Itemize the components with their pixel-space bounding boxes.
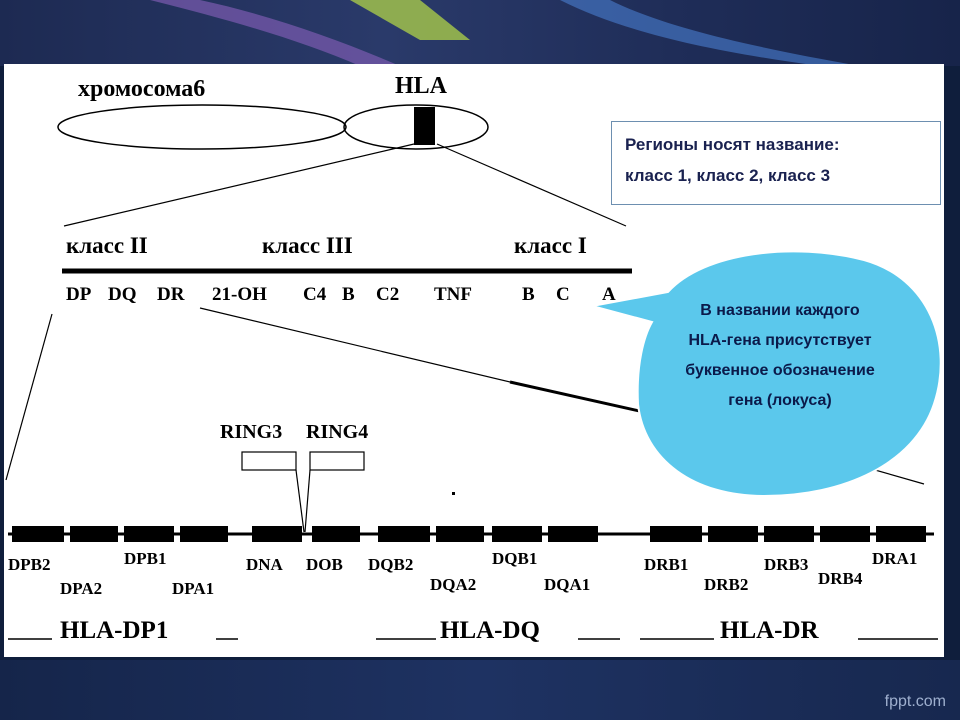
group-hla-dr: HLA-DR: [720, 617, 820, 644]
gene-dpa1: DPA1: [172, 579, 214, 598]
bubble-line: В названии каждого: [700, 302, 860, 319]
slide-panel: хромосома6 HLA класс II класс III класс …: [4, 64, 944, 657]
chromosome-arm-right: [343, 104, 489, 150]
ring4-connector: [304, 469, 311, 533]
gene-drb1: DRB1: [644, 555, 688, 574]
dot-mark: [452, 492, 455, 495]
hla-diagram: хромосома6 HLA класс II класс III класс …: [5, 73, 942, 644]
ring3-label: RING3: [220, 421, 282, 443]
gene-dob: DOB: [306, 555, 343, 574]
background-top: [0, 0, 960, 66]
ring4-box: [309, 451, 365, 471]
gene-dna: DNA: [246, 555, 284, 574]
gene-block: [124, 526, 174, 542]
ring3-connector: [295, 469, 305, 533]
locus-dp: DP: [66, 284, 92, 305]
gene-block: [492, 526, 542, 542]
chromosome-arm-left: [57, 104, 347, 150]
gene-drb2: DRB2: [704, 575, 748, 594]
gene-dqb2: DQB2: [368, 555, 413, 574]
chromosome-label: хромосома6: [78, 76, 205, 102]
gene-block: [312, 526, 360, 542]
gene-dqb1: DQB1: [492, 549, 537, 568]
gene-dqa2: DQA2: [430, 575, 476, 594]
locus-tnf: TNF: [434, 284, 472, 305]
locus-b: B: [522, 284, 535, 305]
gene-block: [876, 526, 926, 542]
locus-21-oh: 21-OH: [212, 284, 267, 305]
gene-block: [12, 526, 64, 542]
gene-block: [436, 526, 484, 542]
gene-block: [180, 526, 228, 542]
gene-block: [378, 526, 430, 542]
gene-dpa2: DPA2: [60, 579, 102, 598]
group-hla-dp1: HLA-DP1: [60, 617, 168, 644]
gene-dpb2: DPB2: [8, 555, 51, 574]
zoom-line-right: [436, 143, 627, 227]
bubble-line: буквенное обозначение: [685, 362, 875, 379]
gene-block: [708, 526, 758, 542]
ring3-box: [241, 451, 297, 471]
gene-block: [70, 526, 118, 542]
bubble-text: В названии каждого HLA-гена присутствует…: [640, 296, 920, 416]
dna-decoration: [150, 0, 860, 66]
gene-block: [764, 526, 814, 542]
speech-bubble: [591, 250, 942, 498]
group-hla-dq: HLA-DQ: [440, 617, 540, 644]
locus-dq: DQ: [108, 284, 137, 305]
zoom-line-dr: [199, 307, 511, 383]
info-box: Регионы носят название: класс 1, класс 2…: [611, 121, 941, 205]
background-bottom: [0, 660, 960, 720]
bubble-line: HLA-гена присутствует: [688, 332, 872, 349]
gene-drb4: DRB4: [818, 569, 863, 588]
locus-dr: DR: [157, 284, 185, 305]
info-box-line1: Регионы носят название:: [625, 135, 840, 154]
info-box-line2: класс 1, класс 2, класс 3: [625, 166, 831, 185]
bubble-line: гена (локуса): [728, 392, 832, 409]
hla-label: HLA: [395, 73, 448, 99]
locus-a: A: [602, 284, 616, 305]
locus-b-iii: B: [342, 284, 355, 305]
ring4-label: RING4: [306, 421, 368, 443]
gene-block: [650, 526, 702, 542]
locus-c: C: [556, 284, 570, 305]
gene-dpb1: DPB1: [124, 549, 167, 568]
gene-blocks: [12, 526, 926, 542]
gene-drb3: DRB3: [764, 555, 808, 574]
class-iii-label: класс III: [262, 233, 353, 258]
footer-brand: fppt.com: [884, 693, 946, 710]
locus-c2: C2: [376, 284, 399, 305]
class-ii-label: класс II: [66, 233, 148, 258]
hla-region-marker: [414, 107, 435, 145]
zoom-line-dp: [5, 313, 53, 481]
gene-dqa1: DQA1: [544, 575, 590, 594]
gene-dra1: DRA1: [872, 549, 917, 568]
gene-block: [548, 526, 598, 542]
locus-c4: C4: [303, 284, 327, 305]
zoom-line-left: [63, 143, 415, 227]
gene-block: [820, 526, 870, 542]
gene-block: [252, 526, 302, 542]
class-i-label: класс I: [514, 233, 587, 258]
